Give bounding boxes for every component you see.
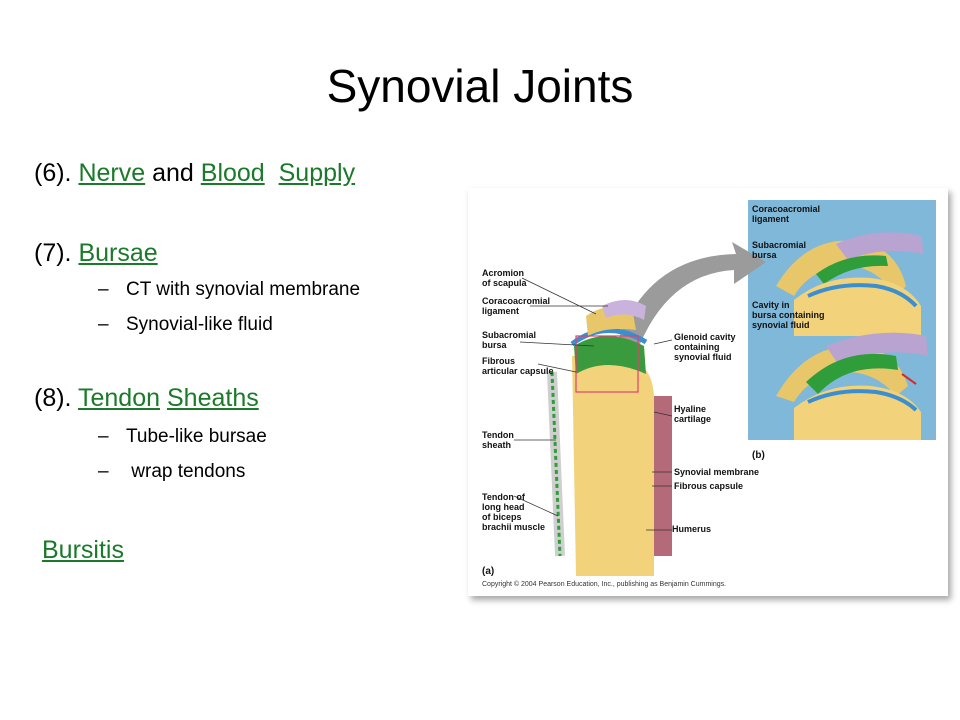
label-panel-a: (a) xyxy=(482,566,494,577)
item-nerve-blood-supply: (6). Nerve and Blood Supply xyxy=(34,158,355,188)
bullet-text: CT with synovial membrane xyxy=(126,279,361,300)
bursa-top-detail xyxy=(816,255,888,284)
copyright-text: Copyright © 2004 Pearson Education, Inc.… xyxy=(482,580,726,588)
bullet-item: –Tube-like bursae xyxy=(98,425,267,449)
bullet-dash: – xyxy=(98,279,109,300)
bullet-dash: – xyxy=(98,461,109,482)
bone-top-detail xyxy=(776,240,906,296)
item-tendon-sheaths: (8). Tendon Sheaths xyxy=(34,383,259,413)
bursa-bottom-detail xyxy=(806,353,898,394)
item-bursitis: Bursitis xyxy=(42,535,124,565)
link-nerve[interactable]: Nerve xyxy=(78,159,146,187)
bullet-dash: – xyxy=(98,426,109,447)
humerus-top-detail xyxy=(794,277,921,336)
label-panel-b: (b) xyxy=(752,450,765,461)
label-fibrous-capsule: Fibrous capsule xyxy=(674,481,743,491)
cartilage-top-detail xyxy=(807,283,918,308)
ligament-top-detail xyxy=(836,232,924,260)
item-text: and xyxy=(152,159,194,187)
bullet-item: –CT with synovial membrane xyxy=(98,278,360,302)
leader-lines xyxy=(513,277,673,531)
link-supply[interactable]: Supply xyxy=(278,159,356,187)
bullet-text: wrap tendons xyxy=(126,461,246,482)
label-synovial-membrane: Synovial membrane xyxy=(674,467,759,477)
pointer-arrow xyxy=(901,373,917,385)
ligament-a xyxy=(602,300,646,320)
humerus-bone xyxy=(572,356,654,576)
link-tendon[interactable]: Tendon xyxy=(78,384,161,412)
bullet-item: –Synovial-like fluid xyxy=(98,313,273,337)
link-blood[interactable]: Blood xyxy=(200,159,265,187)
bullet-text: Tube-like bursae xyxy=(126,426,267,447)
panel-b-caption-area xyxy=(748,444,936,464)
ligament-bottom-detail xyxy=(826,332,928,364)
synovial-membrane-a xyxy=(574,336,646,374)
bullet-text: Synovial-like fluid xyxy=(126,314,273,335)
detail-box xyxy=(575,335,639,393)
item-number: (8). xyxy=(34,384,72,412)
link-bursitis[interactable]: Bursitis xyxy=(42,536,124,564)
slide-title: Synovial Joints xyxy=(326,60,634,112)
item-number: (6). xyxy=(34,159,72,187)
item-number: (7). xyxy=(34,239,72,267)
tendon-sheath-a xyxy=(550,371,562,557)
cartilage-bottom-detail xyxy=(807,389,918,412)
link-sheaths[interactable]: Sheaths xyxy=(166,384,259,412)
bullet-item: – wrap tendons xyxy=(98,460,245,484)
item-bursae: (7). Bursae xyxy=(34,238,158,268)
zoom-arrow xyxy=(616,242,766,354)
humerus-bottom-detail xyxy=(794,385,921,440)
label-humerus: Humerus xyxy=(672,524,711,534)
link-bursae[interactable]: Bursae xyxy=(78,239,158,267)
bullet-dash: – xyxy=(98,314,109,335)
